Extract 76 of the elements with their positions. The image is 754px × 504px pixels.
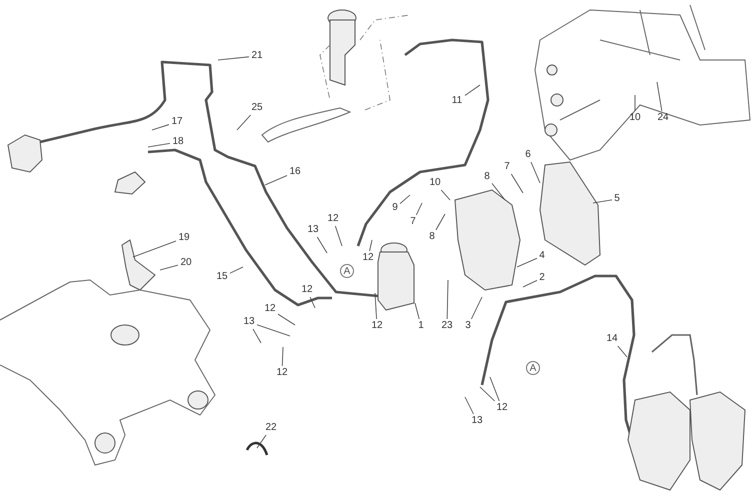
- callout-number: 17: [170, 116, 184, 128]
- reference-marker: A: [526, 361, 540, 375]
- leader-line: [132, 240, 176, 258]
- callout-number: 10: [628, 112, 642, 124]
- callout-number: 18: [171, 136, 185, 148]
- leader-line: [218, 56, 250, 60]
- callout-number: 10: [428, 177, 442, 189]
- leader-line: [148, 142, 170, 148]
- leader-line: [282, 346, 284, 366]
- callout-number: 11: [450, 95, 464, 107]
- callout-number: 7: [503, 161, 511, 173]
- leader-line: [492, 182, 506, 200]
- callout-number: 4: [538, 250, 546, 262]
- callout-number: 21: [250, 50, 264, 62]
- callout-number: 8: [483, 171, 491, 183]
- leader-line: [252, 328, 262, 344]
- leader-line: [278, 314, 296, 326]
- leader-line: [310, 296, 316, 308]
- leader-line: [490, 376, 500, 402]
- callout-number: 12: [326, 213, 340, 225]
- leader-line: [316, 236, 328, 254]
- leader-line: [369, 240, 372, 252]
- leader-line: [264, 175, 288, 186]
- callout-number: 13: [306, 224, 320, 236]
- leader-line: [374, 292, 377, 320]
- callout-number: 16: [288, 166, 302, 178]
- leader-line: [400, 194, 410, 204]
- callout-number: 19: [177, 232, 191, 244]
- callout-number: 12: [300, 284, 314, 296]
- callout-number: 24: [656, 112, 670, 124]
- callout-number: 7: [409, 216, 417, 228]
- leader-line: [236, 114, 252, 130]
- leader-line: [510, 174, 524, 194]
- callout-number: 12: [495, 402, 509, 414]
- callout-number: 8: [428, 231, 436, 243]
- leader-line: [152, 124, 170, 130]
- callout-number: 13: [242, 316, 256, 328]
- leader-line: [414, 302, 420, 320]
- leader-line: [440, 190, 450, 200]
- callout-number: 12: [263, 303, 277, 315]
- callout-number: 25: [250, 102, 264, 114]
- leader-line: [256, 434, 266, 448]
- callout-number: 1: [417, 320, 425, 332]
- leader-line: [334, 226, 342, 246]
- leader-line: [470, 296, 482, 320]
- callout-number: 14: [605, 333, 619, 345]
- callout-number: 9: [391, 202, 399, 214]
- leader-line: [256, 324, 290, 336]
- callout-number: 2: [538, 272, 546, 284]
- callout-number: 6: [524, 149, 532, 161]
- leader-line: [634, 94, 636, 112]
- leader-line: [446, 280, 448, 320]
- leader-line: [530, 162, 540, 184]
- callout-number: 3: [464, 320, 472, 332]
- callout-number: 20: [179, 257, 193, 269]
- leader-line: [436, 214, 446, 230]
- leader-line: [464, 84, 480, 96]
- callout-number: 5: [613, 193, 621, 205]
- callout-number: 23: [440, 320, 454, 332]
- callout-number: 12: [361, 252, 375, 264]
- leader-line: [464, 396, 474, 414]
- leader-line: [592, 199, 612, 204]
- leader-line: [480, 386, 496, 402]
- leader-line: [522, 280, 538, 288]
- callout-number: 15: [215, 271, 229, 283]
- leader-line: [160, 264, 178, 270]
- leader-line: [617, 346, 628, 358]
- callout-number: 12: [275, 367, 289, 379]
- reference-marker: A: [340, 264, 354, 278]
- leader-line: [656, 82, 662, 112]
- callout-number: 22: [264, 422, 278, 434]
- callout-number: 12: [370, 320, 384, 332]
- leader-line: [416, 202, 422, 216]
- callout-number: 13: [470, 415, 484, 427]
- leader-line: [230, 266, 244, 274]
- leader-line: [516, 258, 538, 268]
